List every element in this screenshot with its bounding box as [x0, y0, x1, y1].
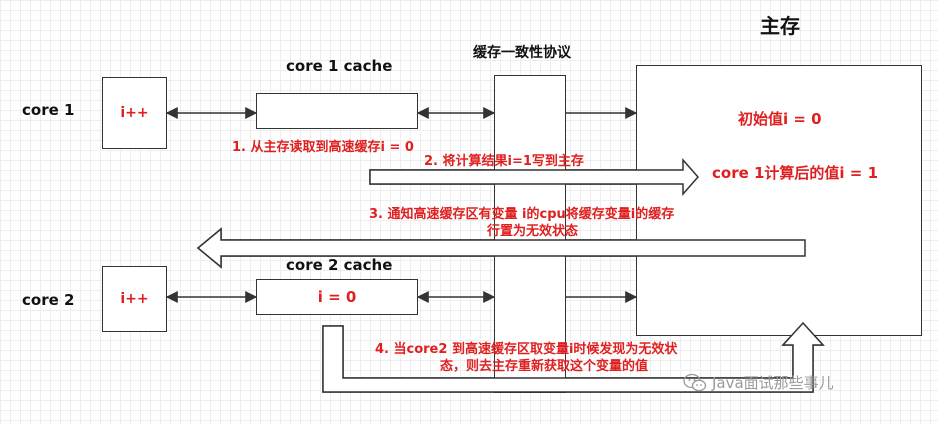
core2-cache-box: i = 0 [256, 279, 418, 315]
core1-cache-box [256, 93, 418, 129]
step4-text-line1: 4. 当core2 到高速缓存区取变量i时候发现为无效状 [375, 342, 678, 357]
wechat-icon [683, 373, 707, 391]
core1-cache-label: core 1 cache [286, 57, 393, 75]
step2-text: 2. 将计算结果i=1写到主存 [424, 154, 584, 169]
step4-text-line2: 态，则去主存重新获取这个变量的值 [440, 359, 649, 374]
step3-text-line1: 3. 通知高速缓存区有变量 i的cpu将缓存变量i的缓存 [369, 207, 675, 222]
watermark-text: Java面试那些事儿 [712, 374, 834, 392]
watermark: Java面试那些事儿 [683, 372, 834, 393]
memory-initial-value: 初始值i = 0 [738, 110, 822, 128]
core2-label: core 2 [22, 291, 75, 309]
memory-updated-value: core 1计算后的值i = 1 [712, 164, 879, 182]
core2-cpu-box: i++ [102, 266, 167, 332]
core2-cpu-op: i++ [120, 291, 149, 307]
core1-cpu-op: i++ [120, 105, 149, 121]
protocol-title: 缓存一致性协议 [473, 45, 571, 61]
core1-cpu-box: i++ [102, 77, 167, 149]
step3-text-line2: 行置为无效状态 [487, 224, 579, 239]
step1-text: 1. 从主存读取到高速缓存i = 0 [232, 140, 414, 155]
main-memory-box [636, 65, 922, 336]
core1-label: core 1 [22, 101, 75, 119]
main-memory-title: 主存 [760, 14, 800, 38]
core2-cache-label: core 2 cache [286, 256, 393, 274]
core2-cache-value: i = 0 [317, 288, 357, 306]
